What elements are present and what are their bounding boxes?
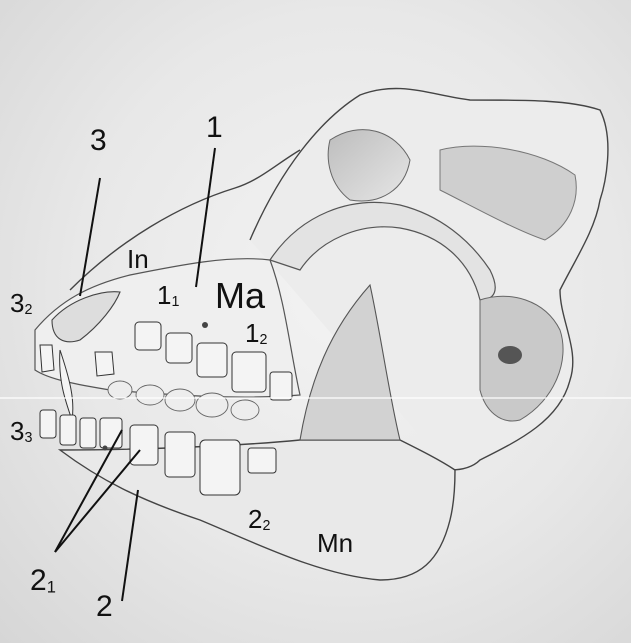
label-1-2: 12	[245, 320, 267, 347]
label-1: 1	[206, 113, 223, 143]
label-1-1: 11	[157, 282, 179, 309]
label-mn: Mn	[317, 530, 353, 556]
label-3-3: 33	[10, 418, 32, 445]
cranium-outline	[250, 89, 608, 470]
label-2: 2	[96, 592, 113, 622]
leader-3	[80, 178, 100, 296]
leader-2	[122, 490, 138, 601]
label-3-2: 32	[10, 290, 32, 317]
ear-opening	[498, 346, 522, 364]
label-ma: Ma	[215, 278, 265, 314]
label-2-1: 21	[30, 566, 56, 596]
label-in: In	[127, 246, 149, 272]
label-3: 3	[90, 126, 107, 156]
label-2-2: 22	[248, 506, 270, 533]
